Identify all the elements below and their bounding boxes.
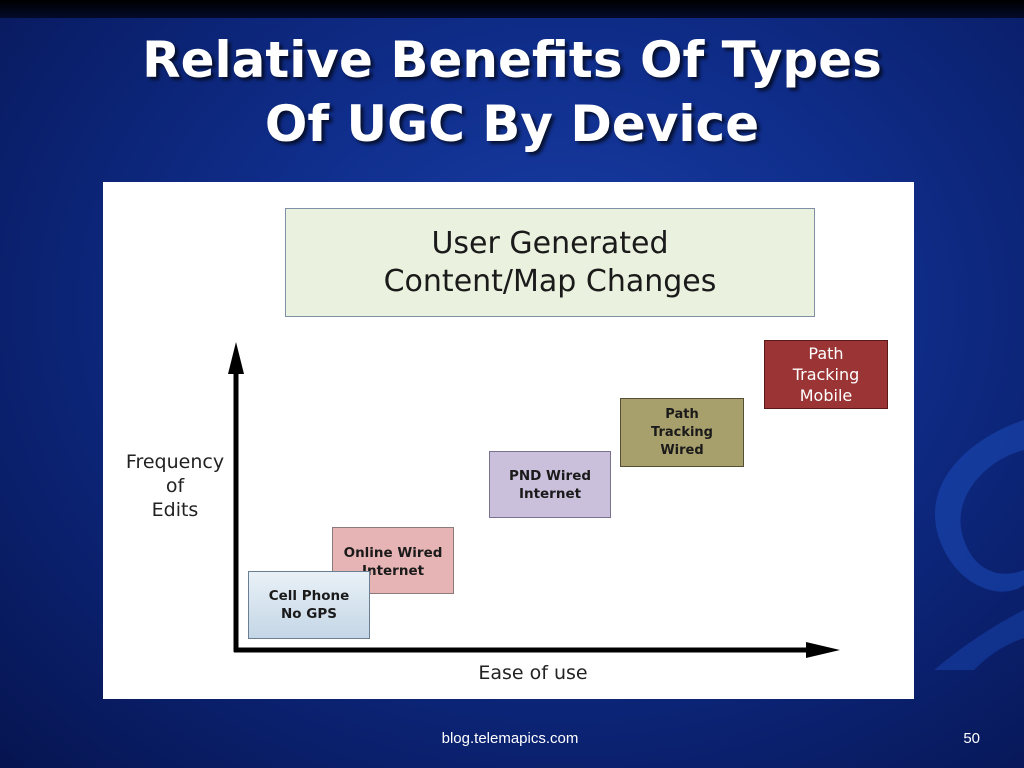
pnd-wired-line-1: PND Wired [508, 467, 592, 484]
online-wired-line-2: Internet [361, 563, 425, 579]
page-number: 50 [963, 730, 980, 747]
axes [228, 342, 840, 658]
path-wired-line-3: Wired [660, 442, 704, 458]
path-mobile-line-2: Tracking [792, 365, 860, 384]
path-wired-line-2: Tracking [651, 424, 713, 440]
cell-phone-line-1: Cell Phone [268, 588, 350, 604]
pnd-wired-line-2: Internet [518, 485, 582, 502]
y-axis-label-line-3: Edits [151, 499, 199, 521]
diagram-title-line-2: Content/Map Changes [383, 263, 717, 299]
y-axis-label-line-1: Frequency [125, 451, 225, 473]
path-tracking-wired-box: Path Tracking Wired [620, 398, 744, 467]
slide-title-line-1: Relative Benefits Of Types [142, 31, 882, 89]
pnd-wired-internet-box: PND Wired Internet [489, 451, 611, 518]
cell-phone-line-2: No GPS [281, 606, 337, 622]
slide-title: Relative Benefits Of Types Of UGC By Dev… [0, 28, 1024, 156]
top-band [0, 0, 1024, 18]
diagram-title: User Generated Content/Map Changes [285, 208, 815, 317]
cell-phone-no-gps-box: Cell Phone No GPS [248, 571, 370, 639]
footer-url: blog.telemapics.com [441, 730, 579, 747]
diagram-title-line-1: User Generated [431, 225, 669, 261]
y-axis-label-line-2: of [165, 475, 185, 497]
path-mobile-line-1: Path [808, 344, 844, 363]
x-axis-arrowhead [806, 642, 840, 658]
path-wired-line-1: Path [665, 406, 699, 422]
online-wired-line-1: Online Wired [343, 545, 443, 561]
y-axis-arrowhead [228, 342, 244, 374]
slide-title-line-2: Of UGC By Device [264, 95, 760, 153]
path-tracking-mobile-box: Path Tracking Mobile [764, 340, 888, 409]
x-axis-label: Ease of use [478, 662, 588, 684]
path-mobile-line-3: Mobile [799, 386, 853, 405]
y-axis-label: Frequency of Edits [115, 450, 235, 522]
background-swoosh [934, 420, 1024, 670]
diagram-panel: User Generated Content/Map Changes Frequ… [103, 182, 914, 699]
